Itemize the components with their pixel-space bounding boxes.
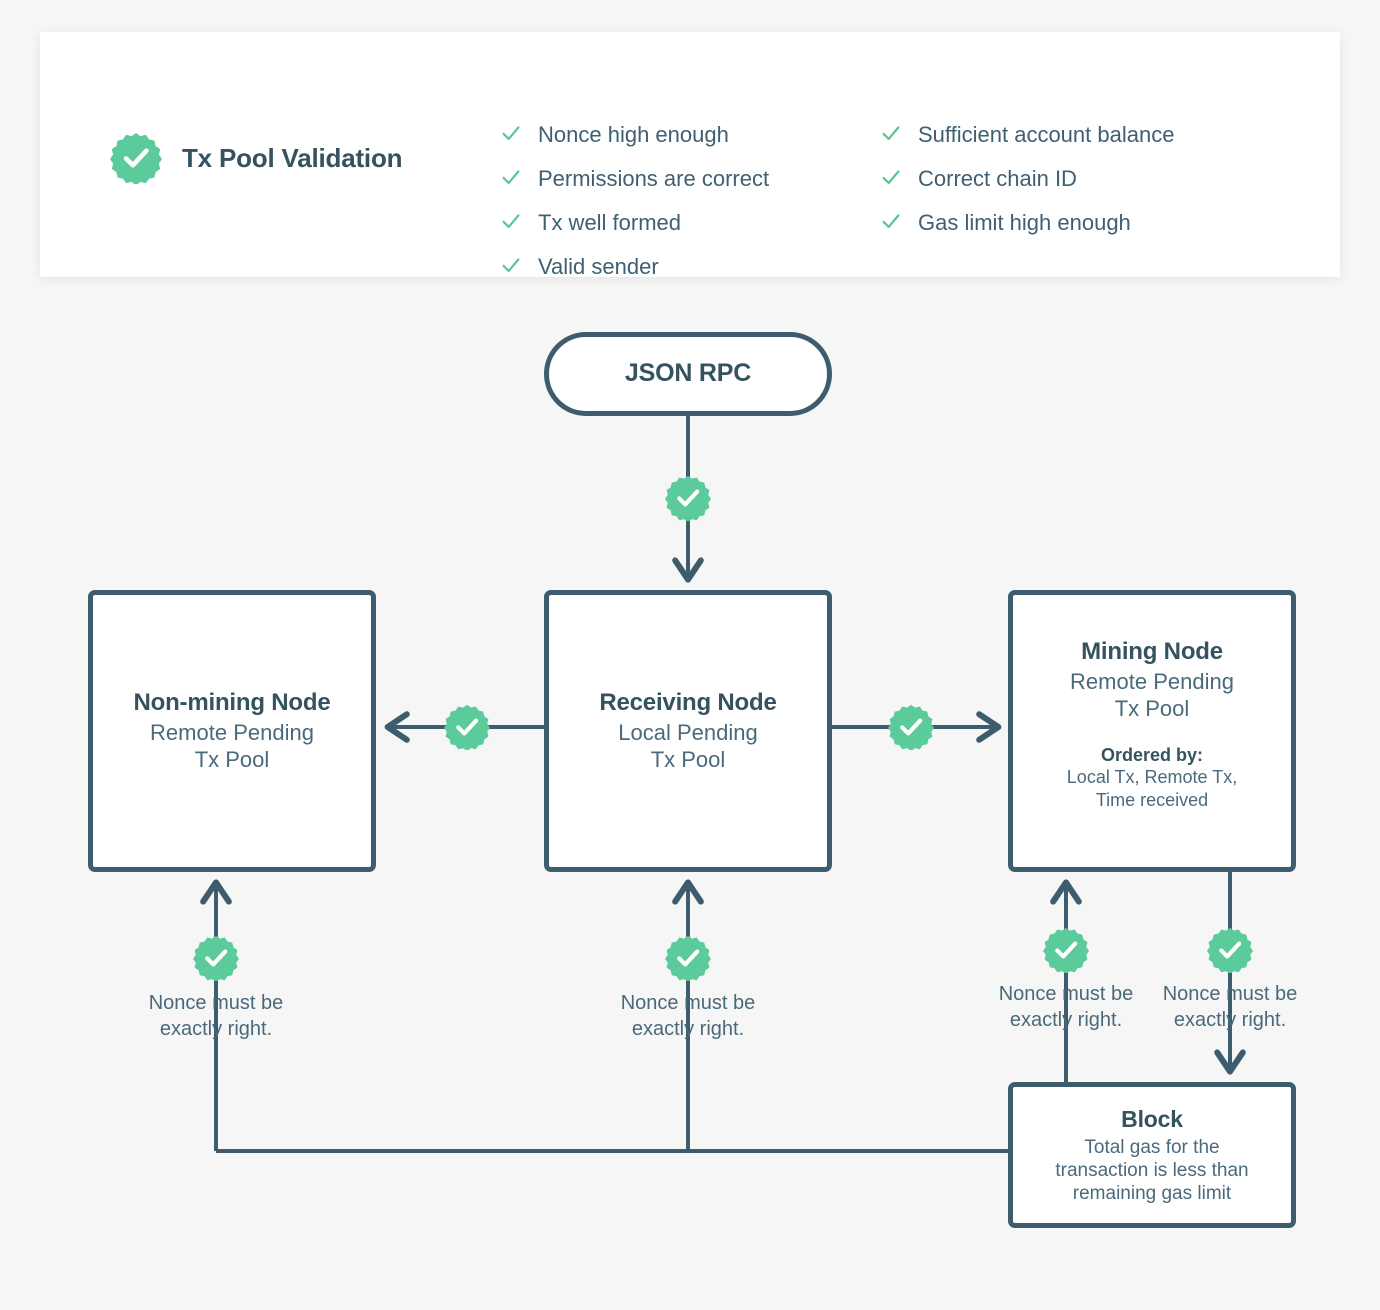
node-non-mining[interactable]: Non-mining Node Remote Pending Tx Pool <box>88 590 376 872</box>
checklist-item: Sufficient account balance <box>880 118 1174 154</box>
checklist-item-label: Tx well formed <box>538 210 682 235</box>
node-mining[interactable]: Mining Node Remote Pending Tx Pool Order… <box>1008 590 1296 872</box>
edge-caption-mining-nonce: Nonce must be exactly right. <box>998 983 1134 1031</box>
edge-caption-block-nonce: Nonce must be exactly right. <box>1162 983 1298 1031</box>
check-badge-icon <box>665 935 711 981</box>
checklist-item-label: Gas limit high enough <box>918 210 1131 235</box>
checklist-item-label: Correct chain ID <box>918 166 1077 191</box>
node-block[interactable]: Block Total gas for the transaction is l… <box>1008 1082 1296 1228</box>
node-title: JSON RPC <box>624 359 752 388</box>
validation-checklist-right: Sufficient account balance Correct chain… <box>880 118 1174 242</box>
node-subtitle: Remote Pending Tx Pool <box>150 720 314 772</box>
node-subtitle: Remote Pending Tx Pool <box>1070 669 1234 721</box>
node-subtitle: Total gas for the transaction is less th… <box>1055 1136 1249 1204</box>
checklist-item: Nonce high enough <box>500 118 769 154</box>
checklist-item: Correct chain ID <box>880 162 1174 198</box>
checklist-item: Permissions are correct <box>500 162 769 198</box>
check-badge-icon <box>110 132 162 184</box>
check-badge-icon <box>888 704 934 750</box>
checklist-item: Valid sender <box>500 250 769 286</box>
check-icon <box>502 126 520 141</box>
check-icon <box>882 170 900 185</box>
checklist-item: Tx well formed <box>500 206 769 242</box>
node-title: Block <box>1121 1105 1183 1132</box>
checklist-item-label: Valid sender <box>538 254 659 279</box>
node-title: Receiving Node <box>599 689 777 717</box>
tx-pool-validation-card: Tx Pool Validation Nonce high enough Per… <box>40 32 1340 279</box>
check-icon <box>882 214 900 229</box>
node-title: Non-mining Node <box>133 689 331 717</box>
check-badge-icon <box>665 475 711 521</box>
checklist-item-label: Sufficient account balance <box>918 122 1175 147</box>
check-badge-icon <box>1043 927 1089 973</box>
checklist-item-label: Permissions are correct <box>538 166 770 191</box>
check-badge-icon <box>193 935 239 981</box>
check-badge-icon <box>444 704 490 750</box>
check-icon <box>502 258 520 273</box>
node-subtitle: Local Pending Tx Pool <box>618 720 758 772</box>
node-title: Mining Node <box>1081 638 1223 665</box>
check-badge-icon <box>1207 927 1253 973</box>
check-icon <box>502 214 520 229</box>
checklist-item: Gas limit high enough <box>880 206 1174 242</box>
validation-checklist-left: Nonce high enough Permissions are correc… <box>500 118 769 286</box>
checklist-item-label: Nonce high enough <box>538 122 729 147</box>
card-heading: Tx Pool Validation <box>110 132 403 184</box>
check-icon <box>882 126 900 141</box>
node-ordered-by-label: Ordered by: <box>1100 744 1204 765</box>
edge-caption-non-mining-nonce: Nonce must be exactly right. <box>148 992 284 1040</box>
edge-caption-receiving-nonce: Nonce must be exactly right. <box>620 992 756 1040</box>
node-receiving[interactable]: Receiving Node Local Pending Tx Pool <box>544 590 832 872</box>
card-title: Tx Pool Validation <box>182 142 403 173</box>
check-icon <box>502 170 520 185</box>
node-ordered-by-value: Local Tx, Remote Tx, Time received <box>1066 767 1238 810</box>
node-json-rpc[interactable]: JSON RPC <box>544 332 832 416</box>
